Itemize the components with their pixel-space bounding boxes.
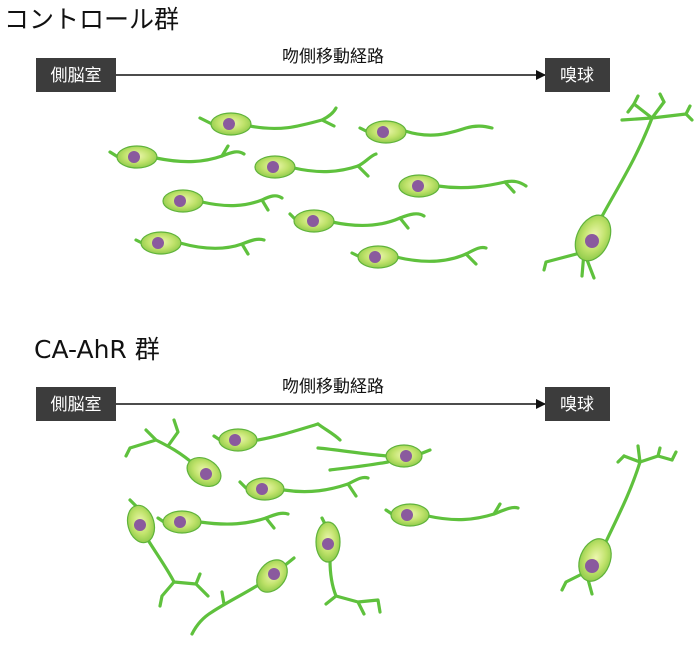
migrating-neuron-icon [108,144,246,169]
lateral-ventricle-label: 側脳室 [51,66,102,86]
migrating-neuron-icon [384,502,520,527]
olfactory-bulb-box: 嗅球 [545,58,610,92]
migrating-neuron-icon [134,231,266,256]
lateral-ventricle-box: 側脳室 [36,387,116,421]
migrating-neuron-icon [126,498,210,608]
rms-label: 吻側移動経路 [282,47,384,67]
olfactory-bulb-label: 嗅球 [560,66,594,86]
panel-title: CA-AhR 群 [34,335,160,364]
olfactory-bulb-box: 嗅球 [545,387,610,421]
lateral-ventricle-box: 側脳室 [36,58,116,92]
migrating-neuron-icon [238,475,370,501]
migrating-neuron-icon [212,422,342,452]
migrating-neuron-icon [398,174,528,198]
mature-neuron-icon [542,92,694,280]
migrating-neuron-icon [315,516,382,616]
migrating-neuron-icon [124,418,222,488]
migrating-neuron-icon [162,189,284,213]
migrating-neuron-icon [190,556,296,636]
mature-neuron-icon [560,444,678,596]
migrating-neuron-icon [288,209,426,233]
control-panel: コントロール群 側脳室 吻側移動経路 嗅球 [4,5,694,280]
migrating-neuron-icon [198,106,338,136]
rms-label: 吻側移動経路 [282,377,384,397]
migrating-neuron-icon [254,152,378,179]
olfactory-bulb-label: 嗅球 [560,395,594,415]
panel-title: コントロール群 [4,5,179,34]
migrating-neuron-icon [316,444,432,472]
lateral-ventricle-label: 側脳室 [51,395,102,415]
migrating-neuron-icon [350,245,488,269]
ca-ahr-panel: CA-AhR 群 側脳室 吻側移動経路 嗅球 [34,335,678,636]
migrating-neuron-icon [156,510,290,534]
migrating-neuron-icon [358,120,494,144]
